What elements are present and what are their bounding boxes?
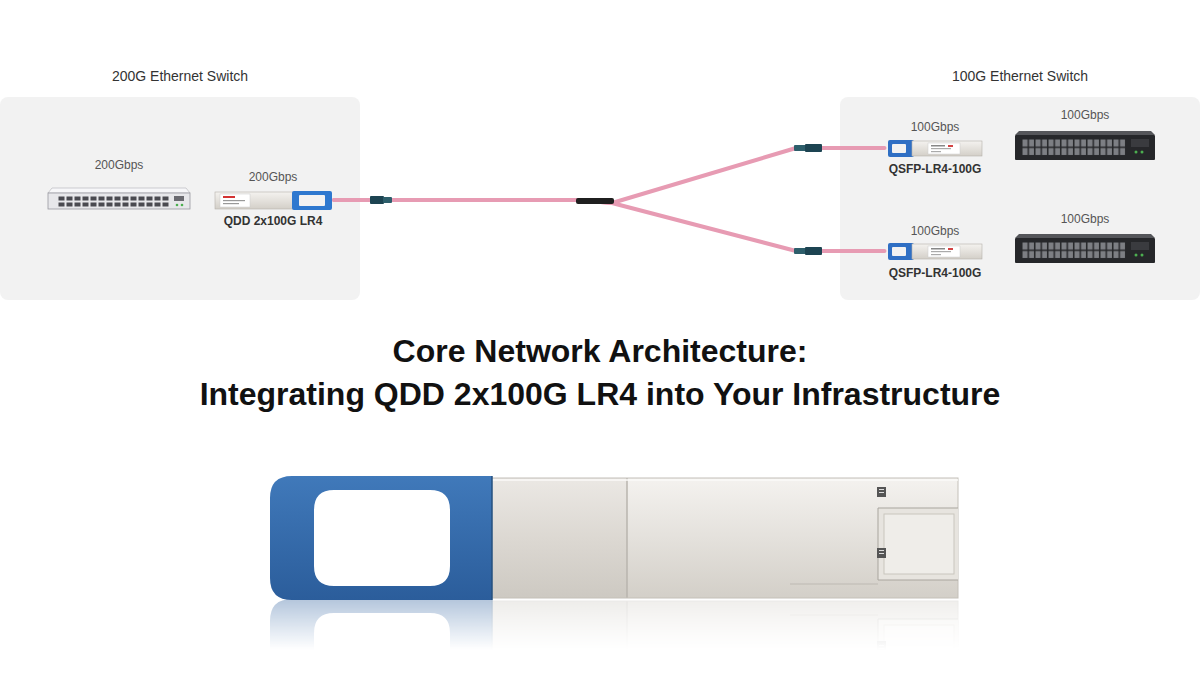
speed-label: 100Gbps — [1061, 212, 1110, 226]
speed-label: 100Gbps — [911, 120, 960, 134]
switch-panel: 200G Ethernet Switch200Gbps200GbpsQDD 2x… — [0, 97, 360, 300]
module-name: QSFP-LR4-100G — [889, 162, 982, 176]
switch-unit: 100Gbps — [1012, 106, 1158, 164]
fiber-cable — [334, 200, 885, 251]
panel-ground — [840, 97, 1200, 300]
switch-unit: 100Gbps — [1012, 210, 1158, 266]
speed-label: 200Gbps — [95, 158, 144, 172]
mpo-connector — [370, 196, 392, 204]
panel-heading: 200G Ethernet Switch — [112, 68, 248, 85]
switch-illustration — [1015, 131, 1155, 160]
fiber-cable — [334, 148, 885, 203]
speed-label: 100Gbps — [911, 224, 960, 238]
transceiver-module: 100GbpsQSFP-LR4-100G — [885, 118, 986, 178]
transceiver-module: 200GbpsQDD 2x100G LR4 — [212, 168, 334, 230]
mpo-connector — [794, 144, 822, 152]
panel-ground — [0, 97, 360, 300]
module-reflection — [270, 599, 958, 675]
panel-heading: 100G Ethernet Switch — [952, 68, 1088, 85]
diagram-title: Core Network Architecture: Integrating Q… — [0, 330, 1200, 416]
switch-illustration — [48, 188, 190, 209]
module-name: QDD 2x100G LR4 — [224, 214, 323, 228]
switch-unit: 200Gbps — [44, 156, 194, 214]
module-name: QSFP-LR4-100G — [889, 266, 982, 280]
speed-label: 200Gbps — [249, 170, 298, 184]
transceiver-module: 100GbpsQSFP-LR4-100G — [885, 222, 986, 282]
breakout-sleeve — [576, 198, 614, 204]
qdd-module-photo — [270, 476, 958, 600]
switch-illustration — [1015, 234, 1155, 263]
qsfp-transceiver-illustration — [888, 243, 982, 260]
qdd-transceiver-illustration — [215, 191, 332, 210]
qsfp-transceiver-illustration — [888, 140, 982, 157]
title-block: Core Network Architecture: Integrating Q… — [0, 330, 1200, 416]
mpo-connector — [794, 247, 822, 255]
speed-label: 100Gbps — [1061, 108, 1110, 122]
switch-panel: 100G Ethernet Switch100GbpsQSFP-LR4-100G… — [840, 97, 1200, 300]
